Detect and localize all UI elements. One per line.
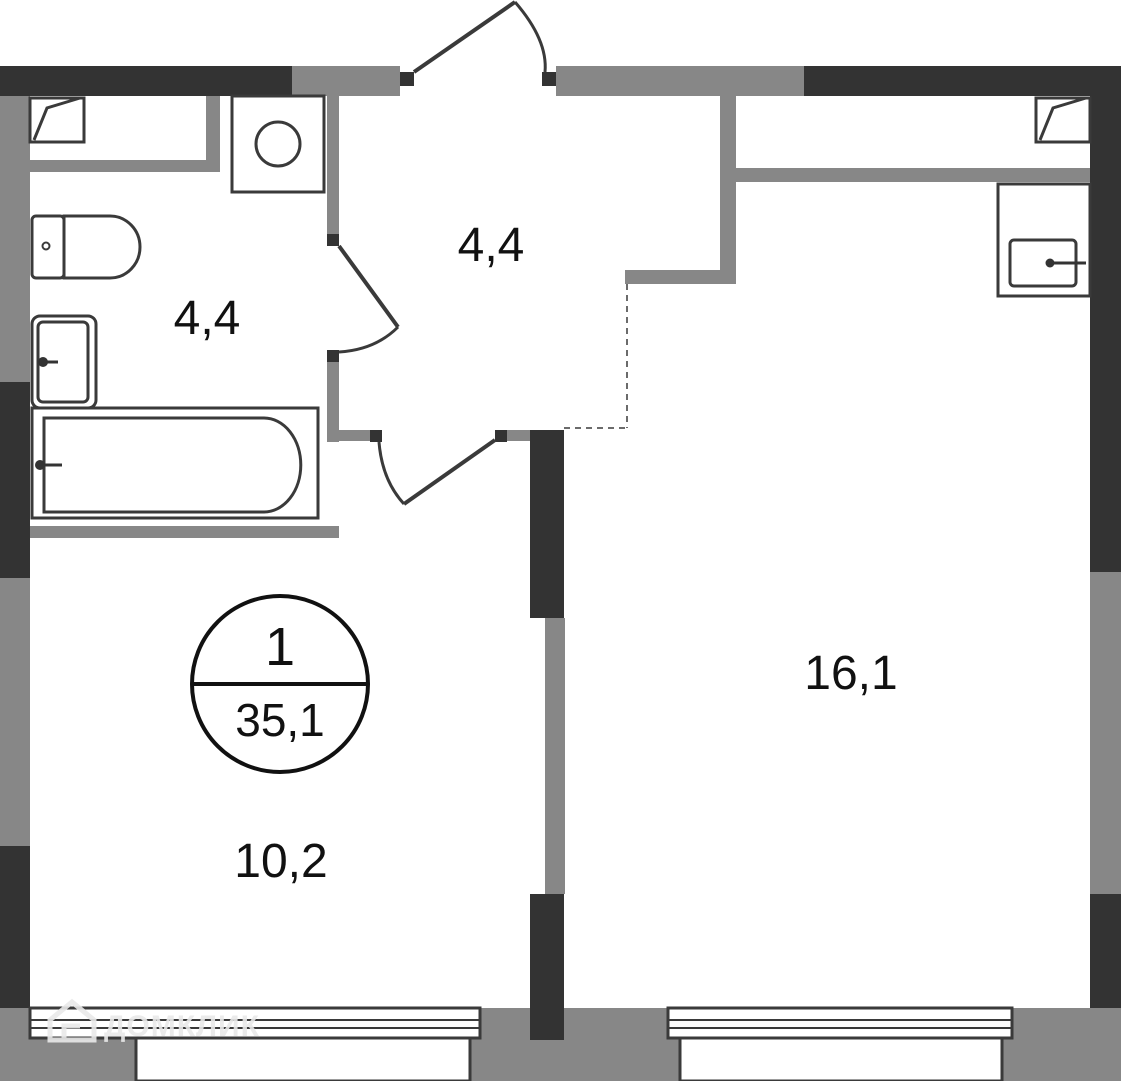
shaft-wall-bathroom-side [206, 96, 220, 172]
washbasin-bathroom [30, 314, 98, 410]
bathroom-door [327, 234, 400, 362]
partition-kitchen-living-dark-top [530, 430, 564, 618]
kitchen-door [370, 430, 507, 506]
window-living-room [666, 1006, 1014, 1081]
wall-bottom-mid-light [470, 1008, 680, 1081]
partition-hall-stub-right [496, 430, 532, 441]
wall-right-light-mid [1090, 572, 1121, 894]
wall-left-light-lower [0, 578, 30, 846]
partition-kitchen-living-light [545, 618, 565, 894]
wall-top-left-light [292, 66, 400, 96]
bathtub [30, 406, 320, 520]
washing-machine [230, 94, 326, 194]
niche-wall-vertical [720, 96, 736, 274]
kitchen-area-label: 10,2 [234, 835, 327, 888]
apartment-summary-badge: 1 35,1 [190, 594, 370, 774]
watermark-text: ДОМКЛИК [104, 1010, 260, 1043]
ventilation-shaft-left [28, 96, 86, 144]
wall-left-dark-bottom [0, 846, 30, 1008]
room-labels: 4,4 4,4 10,2 16,1 [174, 219, 898, 888]
outer-walls [0, 66, 1121, 1081]
room-count-label: 1 [265, 617, 295, 677]
partition-bath-hall-lower [327, 356, 339, 442]
partition-bath-hall-stub [339, 430, 377, 441]
hallway-area-label: 4,4 [458, 219, 525, 272]
toilet [30, 214, 142, 280]
windows [28, 1006, 1014, 1081]
wall-top-mid-light [556, 66, 804, 96]
window-kitchen [28, 1006, 482, 1081]
shaft-wall-bathroom [30, 160, 220, 172]
entrance-door [400, 0, 556, 86]
wall-left-dark-mid [0, 382, 30, 578]
fixtures [28, 94, 1092, 520]
interior-walls [30, 96, 1090, 1040]
partition-kitchen-living-dark-bottom [530, 894, 564, 1040]
wall-top-right-dark [804, 66, 1121, 96]
niche-wall-horizontal [625, 270, 736, 284]
shaft-wall-living [736, 168, 1090, 182]
total-area-label: 35,1 [235, 694, 325, 746]
living-room-area-label: 16,1 [804, 647, 897, 700]
wall-left-light-top [0, 96, 30, 382]
doors [327, 0, 556, 506]
watermark: ДОМКЛИК [47, 998, 260, 1043]
open-passage [564, 284, 628, 429]
kitchen-sink [996, 182, 1092, 298]
house-logo-icon [47, 998, 97, 1043]
partition-bath-bottom [30, 526, 339, 538]
wall-bottom-right-light [1002, 1008, 1121, 1081]
wall-right-dark-top [1090, 96, 1121, 572]
bathroom-area-label: 4,4 [174, 292, 241, 345]
partition-bath-hall-upper [327, 96, 339, 236]
wall-top-left-dark [0, 66, 292, 96]
ventilation-shaft-right [1034, 96, 1092, 144]
